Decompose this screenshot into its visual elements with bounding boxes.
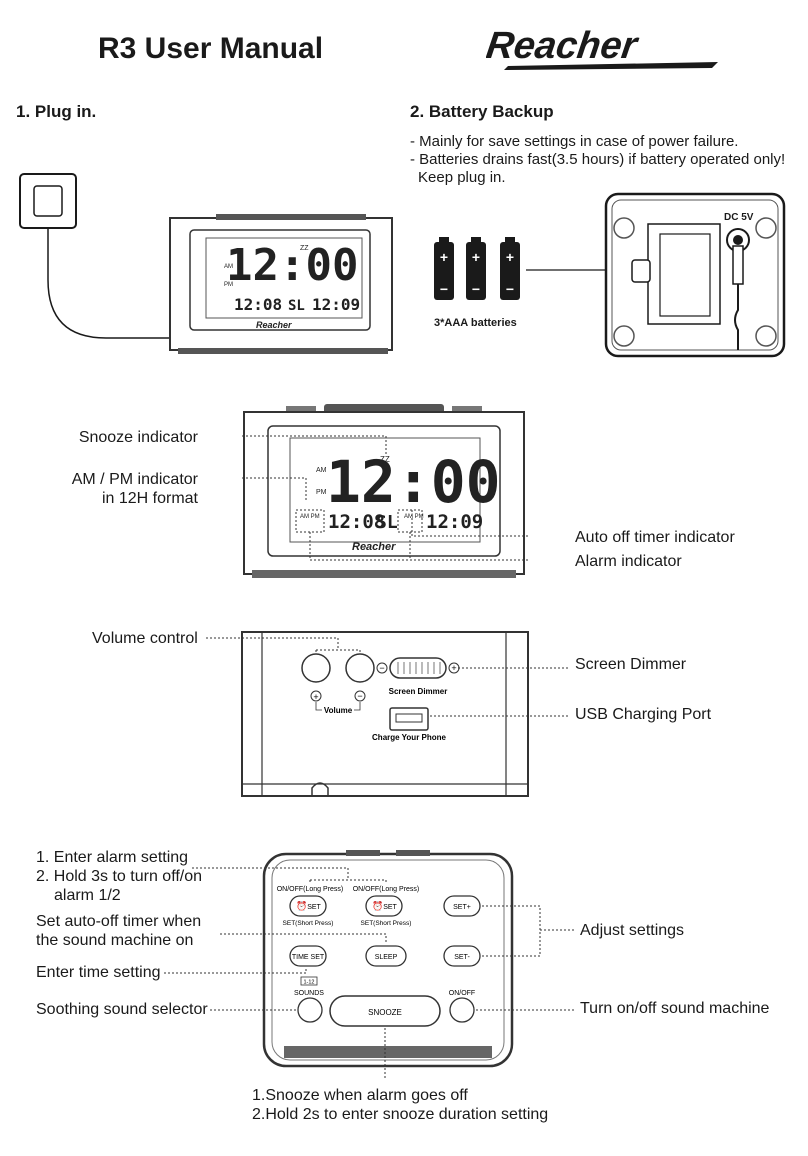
battery-note-1: - Mainly for save settings in case of po…	[410, 133, 739, 150]
svg-text:SET(Short Press): SET(Short Press)	[361, 920, 412, 927]
svg-text:−: −	[440, 281, 448, 297]
svg-text:+: +	[506, 249, 514, 265]
sleep-button	[365, 945, 407, 967]
svg-text:12:08: 12:08	[234, 295, 282, 314]
svg-text:12:00: 12:00	[226, 240, 358, 291]
enter-alarm-label-1: 1. Enter alarm setting	[36, 849, 189, 866]
page-title: R3 User Manual	[98, 32, 324, 65]
svg-text:AM: AM	[224, 264, 233, 270]
svg-text:SET-: SET-	[454, 954, 470, 961]
enter-alarm-label-3: alarm 1/2	[54, 887, 121, 904]
svg-text:Reacher: Reacher	[256, 320, 292, 330]
adjust-settings-label: Adjust settings	[580, 922, 685, 939]
svg-text:DC 5V: DC 5V	[724, 212, 754, 223]
svg-text:Charge Your Phone: Charge Your Phone	[372, 733, 446, 742]
svg-text:+: +	[313, 692, 318, 702]
svg-text:+: +	[440, 249, 448, 265]
svg-text:SET: SET	[307, 904, 321, 911]
auto-off-label-2: the sound machine on	[36, 932, 194, 949]
svg-text:SET(Short Press): SET(Short Press)	[283, 920, 334, 927]
svg-text:⏰: ⏰	[296, 900, 307, 911]
svg-text:−: −	[357, 691, 362, 701]
battery-icon: + −	[466, 237, 486, 300]
svg-text:ON/OFF(Long Press): ON/OFF(Long Press)	[353, 886, 420, 893]
top-panel-illustration: ON/OFF(Long Press) ⏰ SET SET(Short Press…	[164, 850, 576, 1078]
screen-dimmer-label: Screen Dimmer	[575, 656, 687, 673]
svg-text:SNOOZE: SNOOZE	[368, 1008, 402, 1017]
svg-text:SLEEP: SLEEP	[375, 954, 398, 961]
auto-off-indicator-label: Auto off timer indicator	[575, 529, 735, 546]
battery-icon: + −	[434, 237, 454, 300]
svg-text:TIME SET: TIME SET	[292, 954, 325, 961]
alarm-indicator-label: Alarm indicator	[575, 553, 682, 570]
svg-text:1-12: 1-12	[303, 980, 314, 986]
back-panel-illustration: + − Volume − + Screen Dimmer Charge Your…	[206, 631, 570, 797]
svg-text:−: −	[506, 281, 514, 297]
snooze-label-2: 2.Hold 2s to enter snooze duration setti…	[252, 1106, 549, 1123]
svg-text:SL: SL	[376, 512, 398, 533]
onoff-button	[449, 997, 475, 1023]
svg-text:+: +	[451, 663, 456, 673]
alarm1-set-button	[289, 895, 327, 917]
svg-text:ZZ: ZZ	[380, 455, 390, 464]
svg-text:12:00: 12:00	[326, 448, 501, 516]
svg-text:12:08: 12:08	[328, 511, 385, 533]
svg-text:ON/OFF(Long Press): ON/OFF(Long Press)	[277, 886, 344, 893]
svg-text:⏰: ⏰	[372, 900, 383, 911]
sound-selector-label: Soothing sound selector	[36, 1001, 208, 1018]
svg-text:Reacher: Reacher	[486, 24, 642, 67]
clock-with-adapter-illustration: 12:00 AM PM ZZ 12:08 SL 12:09 Reacher	[19, 173, 393, 354]
svg-text:SL: SL	[288, 298, 305, 314]
svg-text:Reacher: Reacher	[352, 541, 396, 553]
snooze-label-1: 1.Snooze when alarm goes off	[252, 1087, 468, 1104]
battery-heading: 2. Battery Backup	[410, 102, 554, 121]
snooze-indicator-label: Snooze indicator	[78, 429, 198, 446]
svg-text:ZZ: ZZ	[300, 245, 309, 252]
svg-text:3*AAA batteries: 3*AAA batteries	[434, 317, 517, 329]
snooze-button	[329, 995, 441, 1027]
battery-icon: + −	[500, 237, 520, 300]
volume-control-label: Volume control	[92, 630, 198, 647]
sounds-button	[297, 997, 323, 1023]
ampm-indicator-label: AM / PM indicator	[71, 471, 198, 488]
brand-logo: Reacher	[486, 24, 718, 70]
volume-down-knob	[345, 653, 375, 683]
svg-text:Screen Dimmer: Screen Dimmer	[389, 687, 448, 696]
svg-text:12:09: 12:09	[426, 511, 483, 533]
time-set-button	[289, 945, 327, 967]
svg-text:Volume: Volume	[324, 706, 353, 715]
battery-note-2: - Batteries drains fast(3.5 hours) if ba…	[410, 151, 786, 168]
svg-text:AM: AM	[316, 467, 327, 474]
svg-text:SET: SET	[383, 904, 397, 911]
svg-text:SOUNDS: SOUNDS	[294, 990, 324, 997]
svg-text:−: −	[379, 663, 384, 673]
battery-compartment-illustration: + − + − + − 3*AAA batteries DC 5V	[434, 192, 786, 358]
enter-time-label: Enter time setting	[36, 964, 161, 981]
svg-text:AM PM: AM PM	[300, 514, 320, 520]
enter-alarm-label-2: 2. Hold 3s to turn off/on	[36, 868, 203, 885]
svg-text:AM PM: AM PM	[404, 514, 424, 520]
svg-text:+: +	[472, 249, 480, 265]
power-cable	[47, 228, 172, 339]
ampm-indicator-sublabel: in 12H format	[101, 490, 198, 507]
onoff-machine-label: Turn on/off sound machine	[580, 1000, 770, 1017]
svg-text:SET+: SET+	[453, 904, 471, 911]
alarm2-set-button	[365, 895, 403, 917]
usb-port-label: USB Charging Port	[575, 706, 712, 723]
plug-heading: 1. Plug in.	[16, 102, 97, 121]
svg-text:12:09: 12:09	[312, 295, 360, 314]
battery-note-3: Keep plug in.	[418, 169, 506, 186]
volume-up-knob	[301, 653, 331, 683]
svg-text:PM: PM	[316, 489, 327, 496]
svg-text:−: −	[472, 281, 480, 297]
svg-text:PM: PM	[224, 282, 233, 288]
auto-off-label-1: Set auto-off timer when	[36, 913, 202, 930]
set-minus-button	[443, 945, 481, 967]
set-plus-button	[443, 895, 481, 917]
front-display-illustration: 12:00 AM PM ZZ AM PM 12:08 SL AM PM 12:0…	[240, 404, 530, 578]
svg-text:ON/OFF: ON/OFF	[449, 990, 475, 997]
